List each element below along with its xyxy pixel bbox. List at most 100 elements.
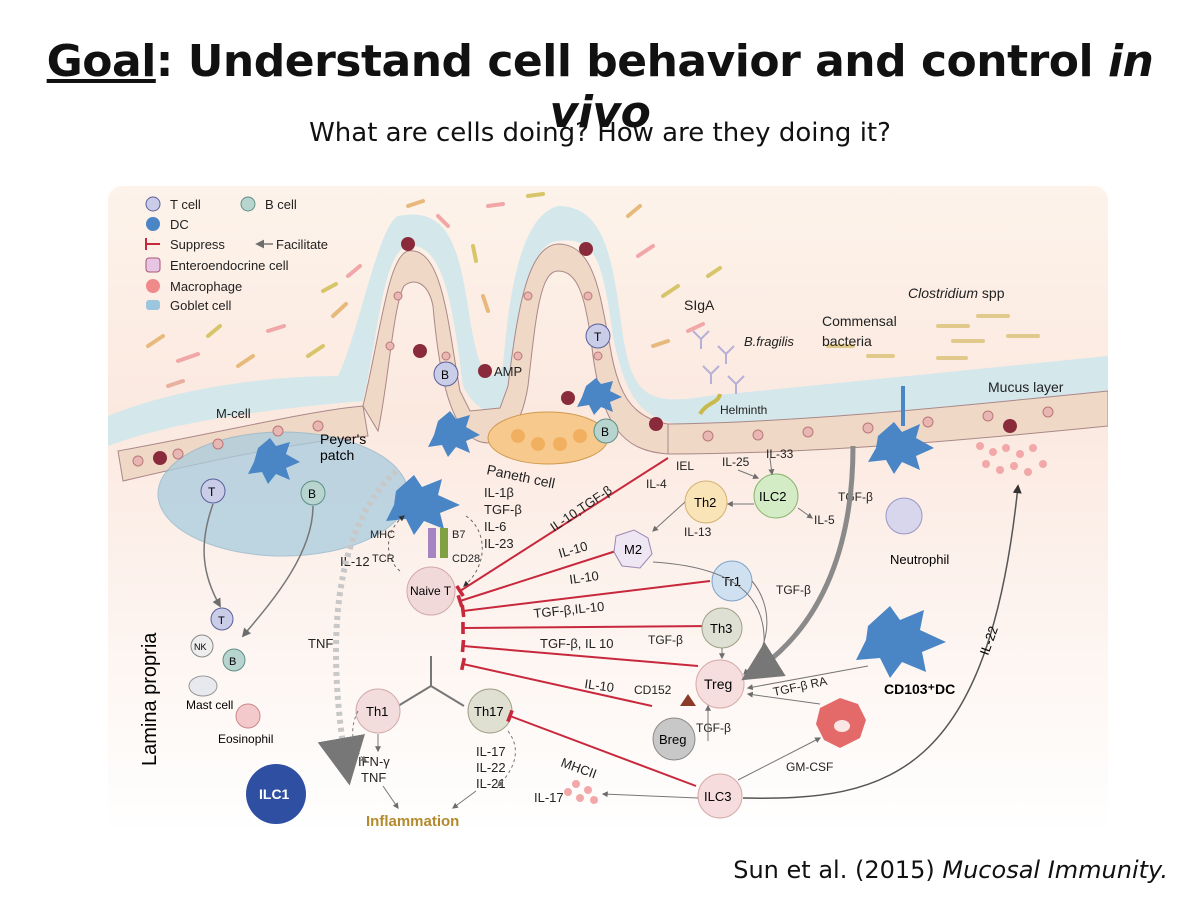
- paneth-cells: [487, 411, 609, 465]
- villus-dc-2: [577, 378, 622, 415]
- clostridium-name: Clostridium: [908, 285, 978, 301]
- arrow-t-to-lp: [203, 503, 221, 608]
- dc-cytokine-4: IL-23: [484, 536, 514, 551]
- dc-cyt-loop: [463, 515, 483, 587]
- villus-b2-label: B: [601, 425, 609, 439]
- neutrophil-label: Neutrophil: [890, 552, 949, 567]
- helminth-label: Helminth: [720, 403, 767, 417]
- tgf-b-top: TGF-β: [838, 490, 873, 504]
- il13-label: IL-13: [684, 525, 712, 539]
- tgf-b-th3: TGF-β: [648, 633, 683, 647]
- b7-cd28-icon: [440, 528, 448, 558]
- iel-label: IEL: [676, 459, 694, 473]
- eosinophil-icon: [235, 703, 261, 729]
- suppress-th3: [461, 621, 714, 635]
- clostridium-label: Clostridium spp: [908, 285, 1005, 301]
- il12-label: IL-12: [340, 554, 370, 569]
- ilc3-gmcsf-arrow: [737, 737, 822, 781]
- th1-label: Th1: [366, 704, 388, 719]
- title-goal: Goal: [46, 36, 157, 87]
- suppress-iel: [455, 457, 669, 598]
- th1-to-inflammation: [382, 785, 399, 809]
- mucosal-dc: [868, 422, 934, 474]
- tcr-label: TCR: [372, 553, 395, 565]
- ilc2-cell: [753, 473, 799, 519]
- tgf-b-breg: TGF-β: [696, 721, 731, 735]
- suppress-ilc3: [506, 709, 697, 787]
- villus-t-label: T: [594, 330, 602, 344]
- dc-peyers: [248, 438, 300, 484]
- title-text: : Understand cell behavior and control: [155, 36, 1108, 87]
- ifn-label: IFN-γ: [358, 754, 390, 769]
- nk-cell: [190, 634, 214, 658]
- legend-suppress: Suppress: [170, 237, 225, 252]
- th1-cell: [355, 688, 401, 734]
- m-cell-label: M-cell: [216, 406, 251, 421]
- villus-dc: [428, 411, 480, 457]
- il17b-label: IL-17: [534, 790, 564, 805]
- siga-antibodies: [692, 330, 745, 394]
- m2-treg-arrow: [652, 561, 767, 658]
- il25-arrow: [737, 469, 760, 480]
- lamina-label: Lamina propria: [139, 632, 161, 766]
- lp-t-cell: [210, 607, 234, 631]
- clostridium-treg-arrow: [741, 445, 856, 681]
- helminth: [698, 393, 722, 416]
- suppress-breg: [459, 657, 653, 707]
- slide-subtitle: What are cells doing? How are they doing…: [309, 118, 891, 148]
- mhc-tcr-icon: [428, 528, 436, 558]
- mhc-label: MHC: [370, 529, 395, 541]
- tnf-arrow: [317, 468, 399, 786]
- ilc1-cell: [246, 764, 306, 824]
- gmcsf-label: GM-CSF: [786, 760, 833, 774]
- th17-to-inflammation: [452, 790, 477, 809]
- il4-label: IL-4: [646, 477, 667, 491]
- th17-loop: [497, 730, 516, 787]
- villus-b-label: B: [441, 368, 449, 382]
- legend-suppress-icon: [145, 238, 160, 250]
- treg-cell: [695, 659, 745, 709]
- legend-goblet: Goblet cell: [170, 298, 232, 313]
- commensal-label: Commensal: [822, 313, 897, 329]
- villus-b-cell-2: [593, 418, 619, 444]
- slide-title: Goal: Understand cell behavior and contr…: [0, 36, 1200, 138]
- suppress-treg: [460, 639, 699, 667]
- mucus-layer: [108, 206, 1108, 446]
- mucosal-immunity-diagram: T cell B cell DC Suppress Facilitate Ent…: [108, 186, 1108, 836]
- il22-long-arrow: [742, 484, 1022, 799]
- title-italic: in vivo: [549, 36, 1154, 138]
- dc-cytokine-1: IL-1β: [484, 485, 514, 500]
- il17-label: IL-17: [476, 744, 506, 759]
- branch: [397, 656, 465, 707]
- ilc3-label: ILC3: [704, 789, 731, 804]
- peyers-line2: patch: [320, 447, 354, 463]
- breg-label: Breg: [659, 732, 686, 747]
- dc-cytokine-3: IL-6: [484, 519, 506, 534]
- b7-label: B7: [452, 529, 465, 541]
- il10c-label: IL-10: [584, 676, 615, 695]
- nk-label: NK: [194, 642, 207, 652]
- il21-label: IL-21: [476, 776, 506, 791]
- ilc3-treg-arrow: [746, 691, 821, 705]
- legend-macrophage: Macrophage: [170, 279, 242, 294]
- lp-b-cell: [222, 648, 246, 672]
- clostridium-spp: spp: [978, 285, 1005, 301]
- lp-t-label: T: [218, 615, 225, 627]
- il5-label: IL-5: [814, 513, 835, 527]
- naive-t-cell: [406, 566, 456, 616]
- citation-text: Sun et al. (2015): [733, 856, 943, 884]
- legend-goblet-icon: [146, 300, 160, 310]
- mucus-label: Mucus layer: [988, 379, 1064, 395]
- inflammation-label: Inflammation: [366, 813, 459, 830]
- ilc3-cell: [697, 773, 743, 819]
- peyers-t-cell: [200, 478, 226, 504]
- suppress-tr1: [460, 580, 711, 618]
- peyers-b-label: B: [308, 487, 316, 501]
- legend-dc-icon: [146, 217, 160, 231]
- treg-label: Treg: [704, 676, 732, 692]
- il12-loop: [387, 515, 405, 572]
- villus-b-cell: [433, 361, 459, 387]
- legend-facilitate: Facilitate: [276, 237, 328, 252]
- cd103-dc: [856, 606, 946, 678]
- il22-label: IL-22: [476, 760, 506, 775]
